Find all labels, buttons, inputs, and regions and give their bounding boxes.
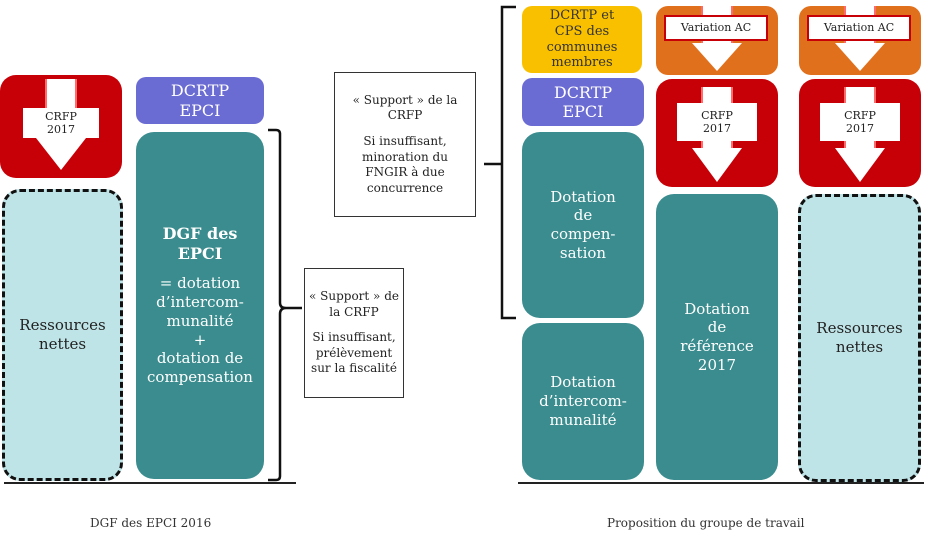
bracket-right [484,5,516,320]
variation-ac-block-1: Variation AC [656,6,778,75]
dotation-intercommunalite-box: Dotation d’intercom- munalité [522,323,644,480]
ressources-nettes-box-right: Ressources nettes [798,194,921,482]
arrow-head-icon [835,148,885,182]
variation-ac-label: Variation AC [807,15,911,41]
support-note-right: « Support » de la CRFP Si insuffisant, m… [334,72,476,217]
arrow-head-icon [692,148,742,182]
dcrtp-epci-box-left: DCRTP EPCI [136,77,264,124]
dcrtp-cps-box: DCRTP et CPS des communes membres [522,6,642,73]
baseline-left [4,482,296,484]
arrow-head-icon [835,43,885,71]
arrow-head-icon [692,43,742,71]
dotation-compensation-box: Dotation de compen- sation [522,132,644,318]
dotation-reference-box: Dotation de référence 2017 [656,194,778,480]
caption-left: DGF des EPCI 2016 [90,516,212,530]
bracket-left [268,128,302,482]
dcrtp-epci-box-right: DCRTP EPCI [522,78,644,126]
caption-right: Proposition du groupe de travail [607,516,805,530]
dgf-epci-box: DGF des EPCI = dotation d’intercom- muna… [136,132,264,479]
baseline-right [518,482,924,484]
ressources-nettes-box-left: Ressources nettes [2,189,123,481]
variation-ac-label: Variation AC [664,15,768,41]
support-note-left: « Support » de la CRFP Si insuffisant, p… [304,268,404,398]
variation-ac-block-2: Variation AC [799,6,921,75]
arrow-head-icon [36,138,86,170]
